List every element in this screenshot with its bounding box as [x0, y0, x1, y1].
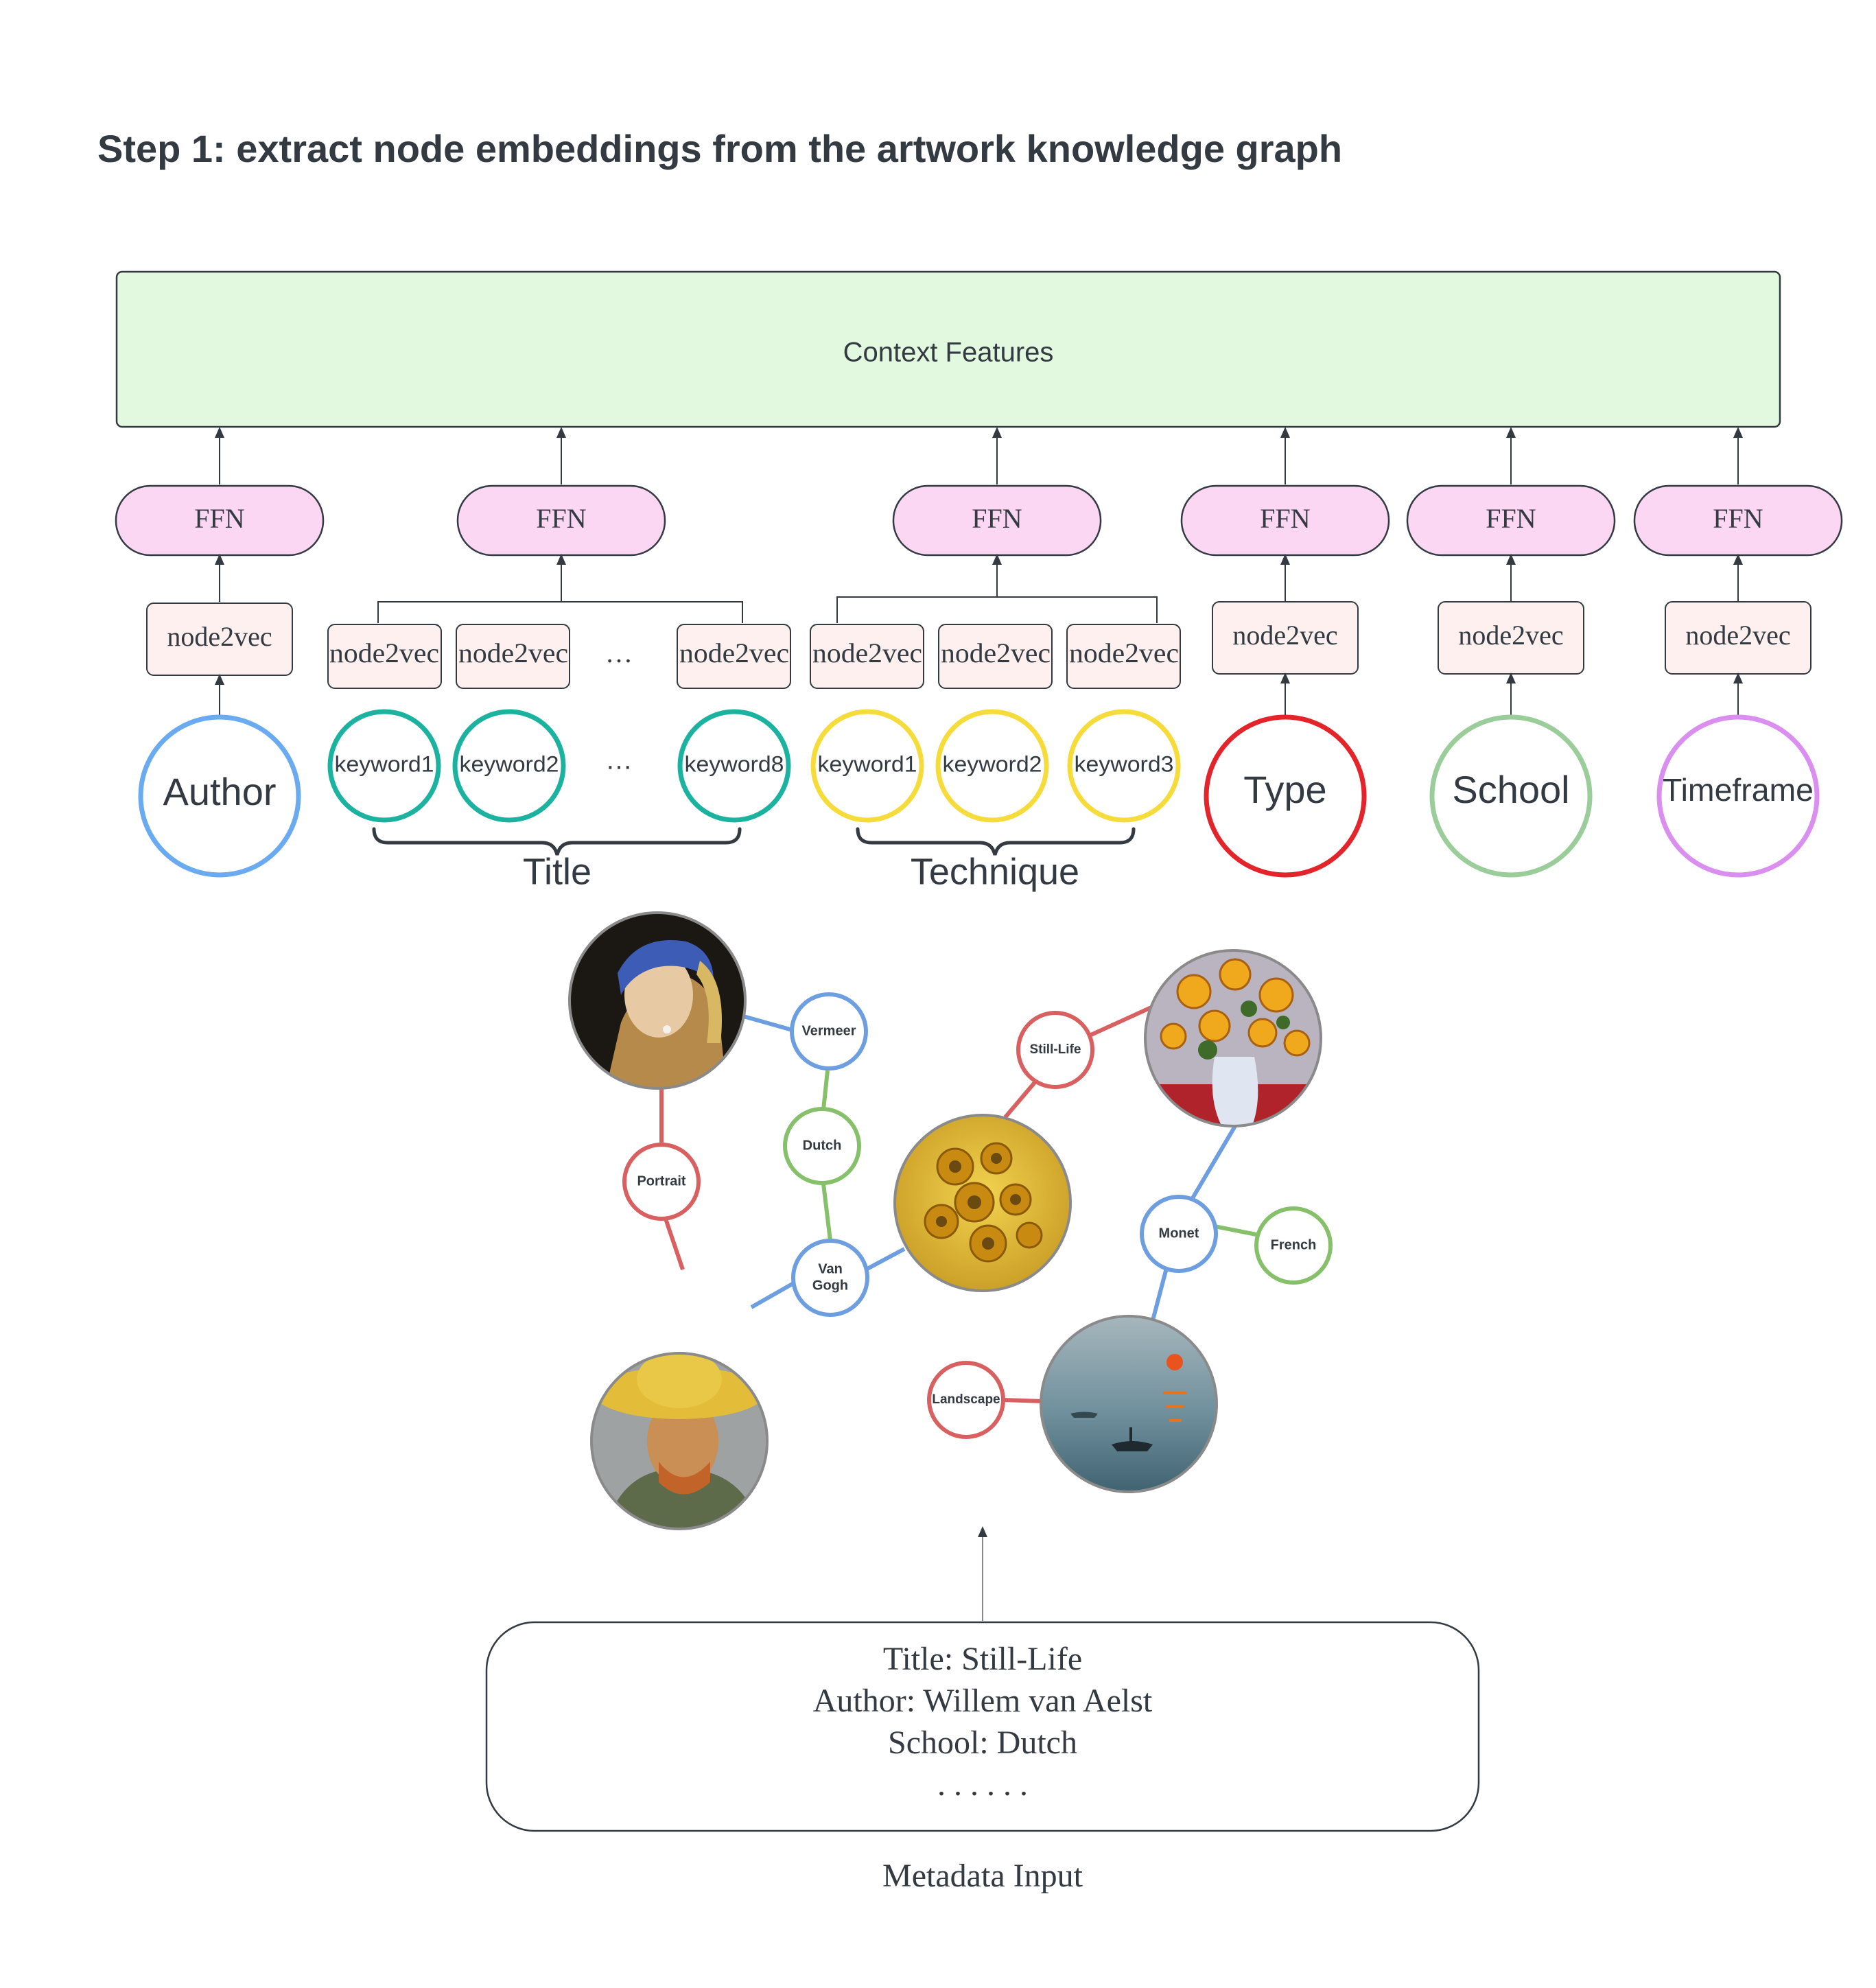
knowledge-graph: Vermeer Dutch Portrait Van Gogh Still-Li…	[568, 911, 1333, 1530]
embed-timeframe-label: node2vec	[1685, 620, 1790, 651]
school-node-label: School	[1452, 768, 1569, 811]
graph-node-portrait-label: Portrait	[637, 1173, 685, 1189]
technique-keyword-1-node	[810, 709, 924, 823]
graph-node-landscape	[927, 1361, 1005, 1439]
ffn-timeframe-label: FFN	[1713, 503, 1763, 534]
metadata-line-school: School: Dutch	[888, 1724, 1077, 1761]
graph-node-landscape-label: Landscape	[932, 1392, 1000, 1407]
metadata-caption: Metadata Input	[882, 1858, 1083, 1894]
artwork-straw-hat	[590, 1352, 769, 1530]
ffn-type-label: FFN	[1260, 503, 1310, 534]
graph-node-dutch-label: Dutch	[803, 1138, 842, 1153]
artwork-impression-sunrise	[1040, 1315, 1218, 1493]
author-node-label: Author	[163, 770, 277, 813]
edge-stilllife-vase	[1090, 1005, 1154, 1037]
artwork-sunflowers	[893, 1114, 1072, 1292]
embed-type-label: node2vec	[1232, 620, 1337, 651]
edge-straw-vangogh	[750, 1280, 797, 1309]
embed-title-8	[677, 624, 791, 689]
ffn-row: FFN FFN FFN FFN FFN FFN	[115, 484, 1843, 557]
technique-keyword-1-label: keyword1	[818, 751, 917, 776]
artwork-vase-sunflowers	[1144, 949, 1322, 1127]
metadata-line-title: Title: Still-Life	[883, 1641, 1082, 1677]
embed-title-ellipsis: …	[605, 638, 633, 668]
graph-node-dutch	[783, 1107, 861, 1185]
title-embed-bracket	[377, 601, 743, 623]
edge-dutch-vangogh	[821, 1183, 832, 1241]
page-title: Step 1: extract node embeddings from the…	[97, 127, 1342, 170]
edge-vangogh-sunflowers	[865, 1247, 906, 1272]
graph-node-monet-label: Monet	[1159, 1226, 1199, 1241]
ffn-author-label: FFN	[194, 503, 244, 534]
technique-embed-bracket	[836, 596, 1158, 623]
embed-title-2-label: node2vec	[458, 638, 568, 668]
graph-node-van-gogh-label-line1: Van	[818, 1261, 843, 1276]
embed-technique-3	[1066, 624, 1181, 689]
artwork-pearl-earring	[568, 911, 747, 1090]
school-node	[1429, 714, 1593, 878]
graph-node-vermeer-label: Vermeer	[802, 1023, 856, 1038]
edge-landscape-sunrise	[1003, 1398, 1044, 1403]
entity-row: Author keyword1 keyword2 … keyword8 keyw…	[138, 709, 1820, 878]
edge-sunflowers-stilllife	[1003, 1079, 1038, 1119]
embed-technique-1-label: node2vec	[812, 638, 922, 668]
embed-technique-2	[938, 624, 1053, 689]
ffn-title-label: FFN	[536, 503, 586, 534]
title-brace	[372, 827, 742, 856]
title-keyword-1-label: keyword1	[335, 751, 434, 776]
embed-technique-1	[810, 624, 924, 689]
embed-row: node2vec node2vec node2vec … node2vec no…	[146, 601, 1811, 689]
title-keyword-8-label: keyword8	[685, 751, 784, 776]
embed-school-label: node2vec	[1458, 620, 1563, 651]
edge-portrait-straw	[664, 1218, 685, 1270]
embed-title-1	[327, 624, 442, 689]
embed-title-2	[456, 624, 570, 689]
technique-keyword-3-label: keyword3	[1075, 751, 1174, 776]
edge-monet-sunrise	[1151, 1267, 1169, 1321]
edge-vermeer-dutch	[821, 1070, 830, 1110]
author-node	[138, 714, 301, 878]
embed-title-8-label: node2vec	[679, 638, 789, 668]
graph-node-portrait	[622, 1143, 701, 1221]
technique-brace	[856, 827, 1136, 856]
title-keyword-8-node	[677, 709, 791, 823]
edge-monet-french	[1214, 1224, 1261, 1237]
graph-node-monet	[1140, 1195, 1218, 1273]
technique-keyword-3-node	[1067, 709, 1181, 823]
type-node	[1204, 714, 1367, 878]
edge-pearl-vermeer	[740, 1014, 795, 1033]
graph-node-french	[1254, 1206, 1333, 1285]
graph-node-french-label: French	[1271, 1237, 1317, 1252]
technique-group-label: Technique	[911, 851, 1079, 892]
ffn-technique-label: FFN	[972, 503, 1022, 534]
technique-keyword-2-label: keyword2	[943, 751, 1042, 776]
embed-technique-3-label: node2vec	[1069, 638, 1179, 668]
technique-keyword-2-node	[935, 709, 1049, 823]
context-features-box	[115, 270, 1781, 428]
graph-node-van-gogh	[791, 1239, 869, 1317]
title-keyword-2-label: keyword2	[460, 751, 559, 776]
ffn-school-label: FFN	[1486, 503, 1536, 534]
timeframe-node	[1656, 714, 1820, 878]
title-group-label: Title	[523, 851, 591, 892]
timeframe-node-label: Timeframe	[1663, 772, 1814, 808]
embed-author-label: node2vec	[167, 621, 272, 652]
graph-node-still-life	[1016, 1011, 1094, 1089]
edge-vase-monet	[1191, 1125, 1237, 1200]
embed-title-1-label: node2vec	[329, 638, 439, 668]
embed-technique-2-label: node2vec	[941, 638, 1051, 668]
metadata-box	[485, 1621, 1480, 1832]
graph-node-van-gogh-label-line2: Gogh	[812, 1278, 848, 1293]
type-node-label: Type	[1243, 768, 1326, 811]
graph-node-vermeer	[790, 992, 868, 1071]
metadata-line-author: Author: Willem van Aelst	[813, 1683, 1153, 1719]
title-keyword-2-node	[452, 709, 566, 823]
context-features-label: Context Features	[843, 338, 1054, 368]
title-keyword-ellipsis: …	[605, 745, 633, 775]
metadata-line-ellipsis: . . . . . .	[937, 1766, 1028, 1803]
graph-node-still-life-label: Still-Life	[1030, 1042, 1081, 1057]
title-keyword-1-node	[327, 709, 441, 823]
